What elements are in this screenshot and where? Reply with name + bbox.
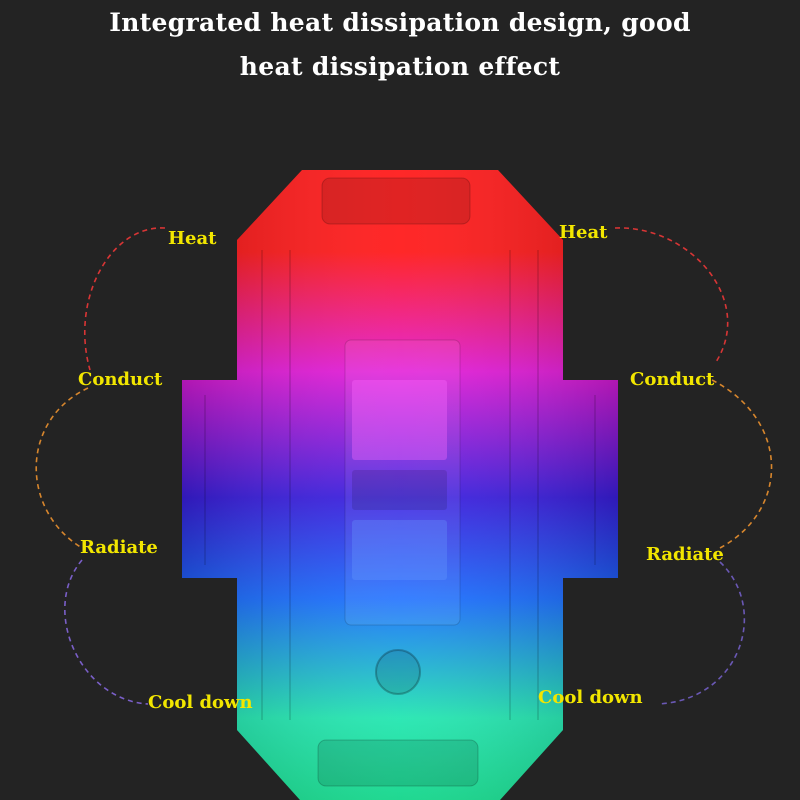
arc-right-radiate [657, 561, 746, 705]
title-line-1: Integrated heat dissipation design, good [109, 8, 691, 37]
device-body [182, 170, 618, 800]
label-right-radiate: Radiate [646, 544, 724, 565]
label-right-heat: Heat [559, 222, 608, 243]
label-left-conduct: Conduct [78, 369, 163, 390]
arc-right-conduct [711, 379, 773, 549]
label-left-radiate: Radiate [80, 537, 158, 558]
arc-right-heat [614, 227, 729, 363]
left-flow-arcs [35, 227, 166, 705]
label-right-cool-down: Cool down [538, 687, 643, 708]
right-flow-arcs [614, 227, 773, 705]
arc-left-radiate [64, 559, 149, 705]
label-right-conduct: Conduct [630, 369, 715, 390]
title-line-2: heat dissipation effect [239, 52, 561, 81]
label-left-cool-down: Cool down [148, 692, 253, 713]
label-left-heat: Heat [168, 228, 217, 249]
arc-left-heat [84, 227, 166, 371]
arc-left-conduct [35, 387, 89, 549]
